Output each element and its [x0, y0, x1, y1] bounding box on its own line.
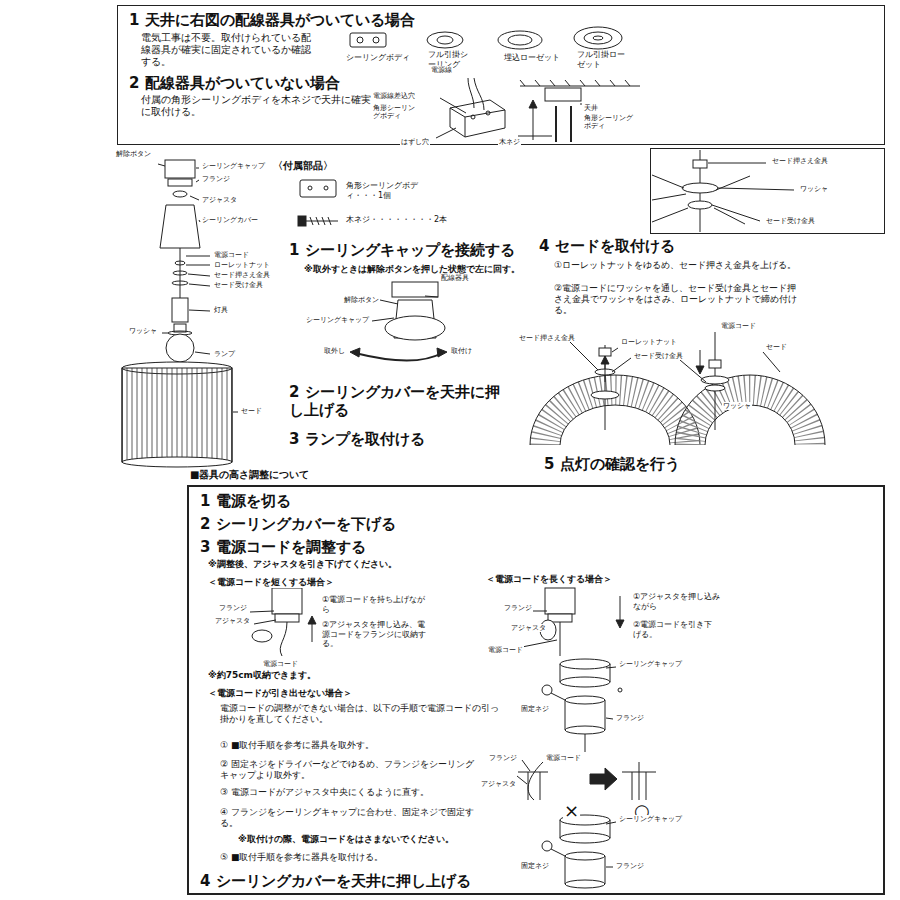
part-label: ②電源コードを引き下げる。: [632, 620, 719, 639]
detail-inset: セード押さえ金具ワッシャセード受け金具: [650, 148, 885, 234]
heading-text: ※約75cm収納できます。: [207, 670, 317, 681]
part-label: シーリングボディ: [345, 53, 411, 63]
part-label: 電源コード: [213, 251, 250, 259]
heading-text: 1 電源を切る: [199, 492, 292, 510]
instruction-text: ワッシャ: [799, 185, 829, 193]
part-label: 電源コード: [720, 322, 757, 330]
part-label: 解除ボタン: [115, 150, 152, 158]
exploded-fixture: [122, 160, 238, 467]
part-label: 取外し: [323, 347, 346, 355]
instruction-text: ②アジャスタを押し込み、電源コードをフランジに収納する。: [321, 620, 428, 649]
part-label: ワッシャ: [722, 402, 752, 410]
part-label: 配線器具: [440, 274, 470, 282]
part-label: セード受け金具: [213, 281, 264, 289]
heading-text: ■器具の高さ調整について: [189, 469, 310, 481]
instruction-text: 付属の角形シーリングボディを木ネジで天井に確実に取付ける。: [140, 94, 372, 118]
instruction-text: ① ■取付手順を参考に器具を取外す。: [219, 740, 375, 751]
part-label: シーリングキャップ: [305, 316, 370, 324]
part-label: フランジ: [615, 862, 645, 870]
instruction-text: セード受け金具: [765, 217, 816, 225]
part-label: セード: [765, 343, 788, 351]
part-label: アジャスタ: [214, 617, 251, 625]
heading-text: ※調整後、アジャスタを引き下げてください。: [207, 559, 398, 570]
part-label: ランプ: [213, 350, 236, 358]
step-heading: 〈付属部品〉: [272, 160, 334, 172]
instruction-panel: ■器具の高さ調整について1 電源を切る2 シーリングカバーを下げる3 電源コード…: [187, 485, 885, 895]
step-heading: 5 点灯の確認を行う: [543, 455, 681, 473]
part-label: アジャスタ: [510, 624, 547, 632]
part-label: シーリングカバー: [201, 216, 259, 224]
step-heading: ＜電源コードを長くする場合＞: [485, 574, 613, 585]
part-label: 天井: [583, 104, 599, 112]
part-label: 電源コード: [545, 754, 582, 762]
part-label: 角形シーリングボディ: [583, 114, 635, 131]
part-label: ①ローレットナットをゆるめ、セード押さえ金具を上げる。: [553, 260, 805, 271]
accessories: [298, 180, 338, 226]
part-label: 電源線: [430, 66, 453, 74]
part-label: 埋込ローゼット: [503, 53, 561, 63]
part-label: ②電源コードにワッシャを通し、セード受け金具とセード押さえ金具でワッシャをはさみ…: [553, 283, 805, 315]
part-label: セード受け金具: [633, 352, 684, 360]
part-label: フランジ: [218, 604, 248, 612]
part-label: シーリングキャップ: [618, 815, 683, 823]
wiring-devices: [350, 27, 640, 142]
part-label: 灯具: [213, 306, 229, 314]
instruction-text: 電気工事は不要。取付けられている配線器具が確実に固定されているか確認する。: [140, 32, 317, 68]
instruction-text: ④ フランジをシーリングキャップに合わせ、固定ネジで固定する。: [219, 807, 481, 829]
part-label: ローレットナット: [213, 261, 271, 269]
part-label: セード押さえ金具: [213, 271, 271, 279]
step-heading: 2 シーリングカバーを天井に押し上げる: [288, 383, 505, 419]
step4-figure: [530, 332, 825, 445]
part-label: 電源線差込穴: [372, 92, 416, 100]
part-label: フル引掛ローゼット: [576, 50, 628, 69]
heading-text: 1 天井に右図の配線器具がついている場合: [128, 11, 416, 29]
instruction-panel: 1 天井に右図の配線器具がついている場合電気工事は不要。取付けられている配線器具…: [117, 5, 885, 145]
part-label: ワッシャ: [128, 327, 158, 335]
heading-text: 4 シーリングカバーを天井に押し上げる: [199, 872, 472, 890]
step-heading: 1 シーリングキャップを接続する: [288, 241, 516, 259]
heading-text: 2 シーリングカバーを下げる: [199, 515, 397, 533]
heading-text: ＜電源コードを短くする場合＞: [207, 577, 335, 588]
part-label: 固定ネジ: [520, 705, 550, 713]
part-label: フランジ: [201, 175, 231, 183]
part-label: シーリングキャップ: [618, 660, 683, 668]
part-label: セード押さえ金具: [518, 334, 576, 342]
part-label: ローレットナット: [620, 338, 678, 346]
instruction-text: セード押さえ金具: [771, 157, 829, 165]
part-label: 木ネジ: [498, 138, 521, 146]
part-label: 電源コード: [262, 660, 299, 668]
part-label: フランジ: [503, 604, 533, 612]
heading-text: 3 電源コードを調整する: [199, 538, 367, 556]
part-label: 木ネジ・・・・・・・・2本: [345, 215, 448, 225]
part-label: セード: [240, 407, 263, 415]
part-label: 電源コード: [487, 646, 524, 654]
part-label: 固定ネジ: [520, 862, 550, 870]
part-label: アジャスタ: [480, 780, 517, 788]
step-heading: ※取外すときは解除ボタンを押した状態で左に回す。: [303, 264, 521, 275]
part-label: 角形シーリングボディ・・・1個: [345, 181, 447, 200]
part-label: はずし穴: [400, 138, 430, 146]
part-label: アジャスタ: [201, 196, 238, 204]
part-label: 角形シーリングボディ: [372, 104, 419, 121]
instruction-text: 電源コードの調整ができない場合は、以下の手順で電源コードの引っ掛かりを直してくだ…: [219, 703, 501, 725]
part-label: フランジ: [615, 714, 645, 722]
heading-text: ＜電源コードが引き出せない場合＞: [207, 688, 353, 699]
part-label: ①アジャスタを押し込みながら: [632, 592, 729, 611]
part-label: ×: [563, 800, 580, 822]
part-label: 解除ボタン: [343, 296, 380, 304]
instruction-text: ② 固定ネジをドライバーなどでゆるめ、フランジをシーリングキャップより取外す。: [219, 759, 481, 781]
heading-text: 2 配線器具がついていない場合: [128, 74, 341, 92]
instruction-text: ①電源コードを持ち上げながら: [321, 595, 428, 614]
step-heading: 4 セードを取付ける: [538, 237, 676, 255]
step-heading: 3 ランプを取付ける: [288, 430, 426, 448]
heading-text: ※取付けの際、電源コードをはさまないでください。: [237, 834, 455, 845]
instruction-text: ③ 電源コードがアジャスタ中央にくるように直す。: [219, 787, 430, 798]
part-label: 取付け: [450, 347, 473, 355]
part-label: シーリングキャップ: [201, 162, 266, 170]
part-label: フランジ: [488, 754, 518, 762]
instruction-text: ⑤ ■取付手順を参考に器具を取付ける。: [219, 852, 384, 863]
